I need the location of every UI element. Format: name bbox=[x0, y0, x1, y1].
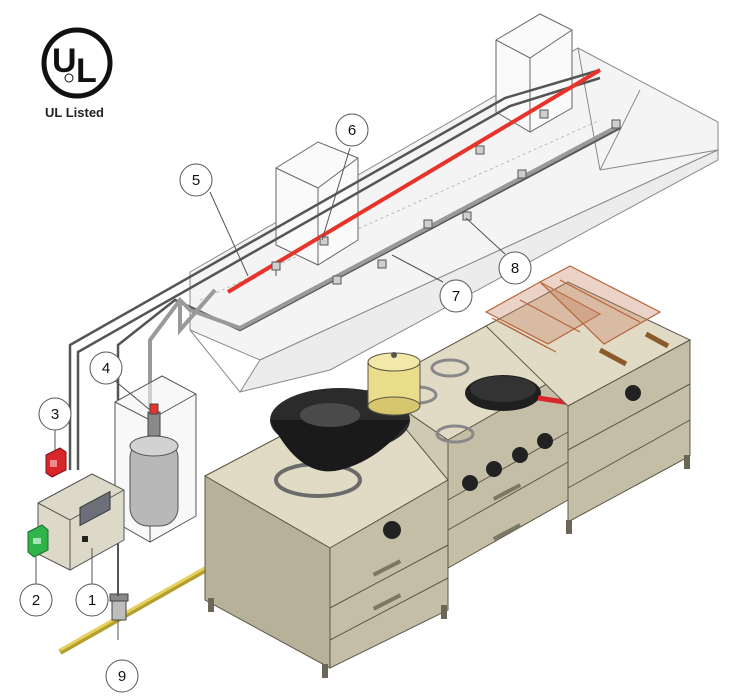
nozzles bbox=[271, 109, 621, 285]
manual-pull-station[interactable] bbox=[27, 524, 49, 558]
nozzle bbox=[423, 219, 433, 229]
svg-text:1: 1 bbox=[88, 592, 96, 609]
gas-valve-icon bbox=[109, 593, 129, 621]
nozzle bbox=[319, 236, 329, 246]
ul-logo-letter-u: U bbox=[52, 42, 77, 80]
control-knob[interactable] bbox=[512, 447, 528, 463]
nozzle bbox=[475, 145, 485, 155]
nozzle bbox=[539, 109, 549, 119]
drawer-handle[interactable] bbox=[372, 593, 402, 611]
callout-9: 9 bbox=[105, 659, 139, 693]
svg-text:2: 2 bbox=[32, 592, 40, 609]
discharge-pipe-red bbox=[226, 68, 602, 294]
cabinet-leg bbox=[441, 605, 447, 619]
control-knob[interactable] bbox=[537, 433, 553, 449]
svg-text:6: 6 bbox=[348, 122, 356, 139]
callout-4: 4 bbox=[89, 351, 123, 385]
nozzle bbox=[462, 211, 472, 221]
ul-logo-letter-l: L bbox=[76, 52, 97, 90]
nozzle bbox=[377, 259, 387, 269]
registered-mark-icon bbox=[64, 73, 74, 83]
control-panel-indicator bbox=[82, 536, 88, 542]
control-knob[interactable] bbox=[625, 385, 641, 401]
cabinet-leg bbox=[322, 664, 328, 678]
control-knob[interactable] bbox=[383, 521, 401, 539]
stock-pot-icon bbox=[367, 352, 421, 416]
ul-logo-caption: UL Listed bbox=[45, 105, 104, 120]
agent-cylinder-enclosure bbox=[114, 375, 197, 543]
svg-text:3: 3 bbox=[51, 406, 59, 423]
drawer-handle[interactable] bbox=[492, 483, 522, 501]
cabinet-leg bbox=[566, 520, 572, 534]
callout-2: 2 bbox=[19, 583, 53, 617]
svg-text:7: 7 bbox=[452, 288, 460, 305]
drawer-handle[interactable] bbox=[492, 523, 522, 541]
nozzle bbox=[332, 275, 342, 285]
svg-text:9: 9 bbox=[118, 668, 126, 685]
callout-5: 5 bbox=[179, 163, 213, 197]
callout-3: 3 bbox=[38, 397, 72, 431]
exhaust-duct-right bbox=[495, 13, 573, 133]
control-knob[interactable] bbox=[462, 475, 478, 491]
fryer bbox=[484, 265, 692, 534]
nozzle bbox=[517, 169, 527, 179]
drawer-handle[interactable] bbox=[372, 559, 402, 577]
cabinet-leg bbox=[208, 598, 214, 612]
alarm-device bbox=[45, 447, 67, 478]
callout-leaders bbox=[35, 147, 506, 640]
control-panel bbox=[37, 473, 125, 571]
nozzle bbox=[271, 261, 281, 276]
control-panel-display bbox=[79, 490, 111, 527]
gas-supply-line bbox=[58, 520, 210, 655]
cabinet-leg bbox=[684, 455, 690, 469]
svg-text:5: 5 bbox=[192, 172, 200, 189]
svg-text:4: 4 bbox=[102, 360, 110, 377]
callout-1: 1 bbox=[75, 583, 109, 617]
distribution-piping bbox=[148, 123, 621, 410]
nozzle bbox=[611, 119, 621, 129]
control-knob[interactable] bbox=[486, 461, 502, 477]
agent-cylinder-icon bbox=[129, 403, 179, 527]
wok-range bbox=[203, 387, 449, 678]
callout-8: 8 bbox=[498, 251, 532, 285]
callout-6: 6 bbox=[335, 113, 369, 147]
svg-text:8: 8 bbox=[511, 260, 519, 277]
ul-logo: U L UL Listed bbox=[41, 27, 113, 120]
callout-7: 7 bbox=[439, 279, 473, 313]
ul-logo-icon bbox=[41, 27, 113, 99]
fryer-basket-icon bbox=[484, 265, 670, 367]
